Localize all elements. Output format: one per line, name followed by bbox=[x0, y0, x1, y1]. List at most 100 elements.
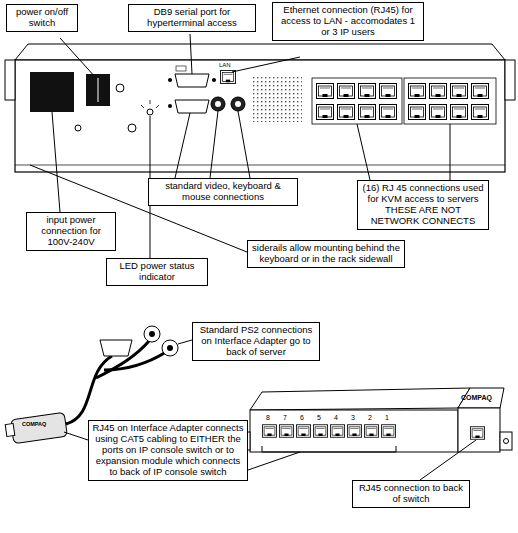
port-number: 6 bbox=[300, 414, 304, 421]
leader-line bbox=[238, 111, 250, 178]
screw bbox=[212, 78, 216, 82]
callout-box: Ethernet connection (RJ45) for access to… bbox=[272, 2, 424, 41]
port-block bbox=[404, 78, 496, 124]
callout-text: standard video, keyboard & mouse connect… bbox=[152, 181, 294, 203]
callout-box: Standard PS2 connections on Interface Ad… bbox=[192, 322, 320, 361]
screw bbox=[168, 78, 172, 82]
leader-line bbox=[248, 452, 300, 470]
leader-line bbox=[64, 432, 88, 440]
kvm-port bbox=[409, 84, 426, 99]
module-port bbox=[364, 425, 378, 438]
callout-text: RJ45 on Interface Adapter connects using… bbox=[92, 423, 244, 478]
callout-box: power on/off switch bbox=[6, 4, 78, 32]
module-port bbox=[262, 425, 276, 438]
ps2-port-center bbox=[235, 101, 241, 107]
ps2-plug bbox=[162, 340, 178, 356]
ps2-port-center bbox=[215, 101, 221, 107]
siderail bbox=[505, 60, 515, 100]
kvm-port bbox=[359, 84, 376, 99]
module-end bbox=[458, 408, 500, 452]
module-front bbox=[250, 410, 458, 452]
leader-line bbox=[357, 124, 370, 180]
db9-serial-port bbox=[175, 74, 209, 87]
kvm-port bbox=[338, 105, 355, 120]
mount-hole bbox=[504, 439, 509, 444]
screw bbox=[128, 124, 136, 132]
callout-text: Ethernet connection (RJ45) for access to… bbox=[276, 5, 420, 38]
callout-box: input power connection for 100V-240V bbox=[26, 212, 116, 251]
callout-box: (16) RJ 45 connections used for KVM acce… bbox=[357, 180, 489, 230]
kvm-port bbox=[430, 105, 447, 120]
leader-line bbox=[178, 340, 192, 344]
switch-rocker bbox=[98, 78, 99, 102]
leader-line bbox=[175, 113, 190, 178]
port-number: 1 bbox=[385, 414, 389, 421]
ps2-port bbox=[231, 97, 245, 111]
leader-line bbox=[450, 124, 451, 180]
chassis-back-panel bbox=[15, 60, 505, 172]
module-port bbox=[381, 425, 395, 438]
siderail bbox=[5, 60, 15, 100]
kvm-port bbox=[430, 84, 447, 99]
callout-box: RJ45 on Interface Adapter connects using… bbox=[88, 420, 248, 481]
kvm-port bbox=[317, 84, 334, 99]
module-top bbox=[250, 388, 470, 410]
callout-box: DB9 serial port for hyperterminal access bbox=[128, 4, 256, 32]
ps2-plug bbox=[144, 326, 160, 342]
ethernet-port bbox=[221, 70, 236, 83]
leader-lines bbox=[64, 340, 476, 480]
callout-text: RJ45 connection to back of switch bbox=[356, 483, 466, 505]
vga-connector bbox=[100, 340, 132, 356]
kvm-port bbox=[338, 84, 355, 99]
ps2-plug-pins bbox=[167, 345, 173, 351]
leader-line bbox=[210, 111, 218, 178]
mounting-ear bbox=[500, 432, 512, 450]
port-number: 4 bbox=[334, 414, 338, 421]
port-number: 5 bbox=[317, 414, 321, 421]
callout-text: power on/off switch bbox=[10, 7, 74, 29]
callout-text: DB9 serial port for hyperterminal access bbox=[132, 7, 252, 29]
leader-line bbox=[232, 57, 300, 72]
ps2-port bbox=[211, 97, 225, 111]
module-uplink-port bbox=[470, 427, 484, 440]
led-indicator bbox=[147, 109, 153, 115]
callout-text: siderails allow mounting behind the keyb… bbox=[251, 243, 401, 265]
port-block bbox=[312, 78, 402, 124]
led-rays bbox=[141, 100, 159, 108]
adapter-cable bbox=[66, 356, 112, 424]
module-port bbox=[347, 425, 361, 438]
screw bbox=[116, 84, 124, 92]
port-marking bbox=[176, 66, 186, 71]
port-number: 8 bbox=[266, 414, 270, 421]
leader-line bbox=[420, 440, 476, 480]
module-port bbox=[330, 425, 344, 438]
callout-text: (16) RJ 45 connections used for KVM acce… bbox=[361, 183, 485, 227]
brand-logo: COMPAQ bbox=[461, 394, 492, 401]
module-port bbox=[313, 425, 327, 438]
kvm-port bbox=[380, 84, 397, 99]
panel-edge bbox=[15, 165, 505, 166]
adapter-cable bbox=[96, 340, 150, 378]
leader-line bbox=[52, 112, 60, 212]
power-switch bbox=[86, 74, 110, 106]
leader-line bbox=[190, 34, 192, 74]
module-port bbox=[279, 425, 293, 438]
kvm-port bbox=[451, 84, 468, 99]
video-port bbox=[175, 100, 209, 113]
module-end-top bbox=[458, 388, 504, 408]
callout-box: RJ45 connection to back of switch bbox=[352, 480, 470, 508]
port-number: 2 bbox=[368, 414, 372, 421]
kvm-port bbox=[317, 105, 334, 120]
kvm-port bbox=[380, 105, 397, 120]
port-bracket bbox=[262, 446, 396, 452]
power-inlet bbox=[30, 72, 74, 112]
kvm-port bbox=[472, 105, 489, 120]
kvm-port bbox=[409, 105, 426, 120]
callout-text: input power connection for 100V-240V bbox=[30, 215, 112, 248]
callout-box: siderails allow mounting behind the keyb… bbox=[247, 240, 405, 268]
kvm-port bbox=[472, 84, 489, 99]
leader-line bbox=[60, 38, 96, 78]
screw bbox=[168, 104, 172, 108]
callout-box: standard video, keyboard & mouse connect… bbox=[148, 178, 298, 206]
